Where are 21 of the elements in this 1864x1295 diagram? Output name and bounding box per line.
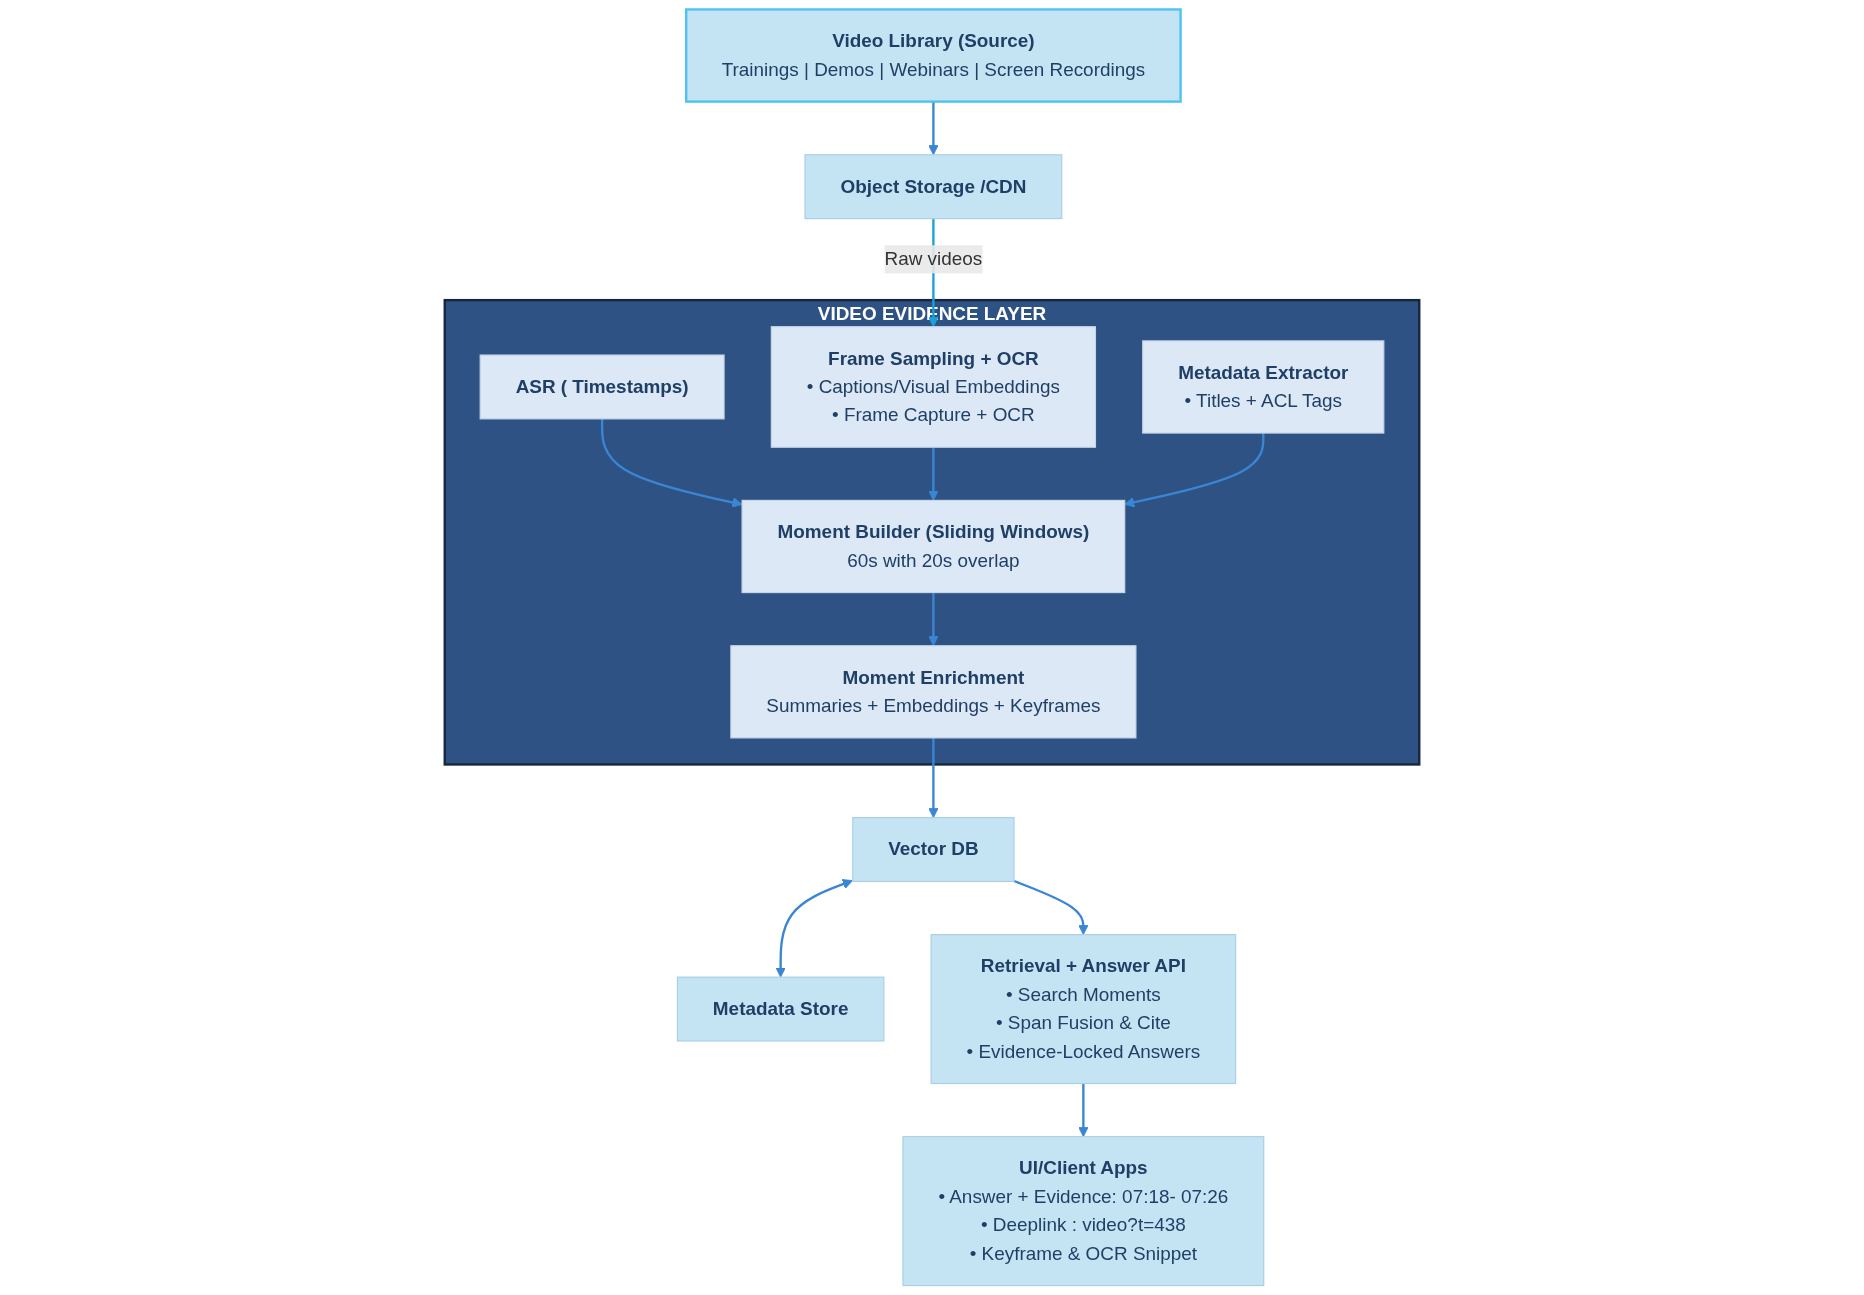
node-box: Retrieval + Answer API • Search Moments • Span Fusion & Cite • Evidence-Locked Answers — [930, 934, 1237, 1085]
node-box: Frame Sampling + OCR • Captions/Visual Embeddings • Frame Capture + OCR — [770, 326, 1097, 448]
node-box: Object Storage /CDN — [804, 154, 1063, 220]
arrow — [775, 879, 853, 978]
arrow — [600, 418, 743, 508]
arrow — [1124, 433, 1265, 508]
arrow — [928, 592, 939, 647]
node-box: Moment Enrichment Summaries + Embeddings + Keyframes — [730, 645, 1137, 739]
arrow — [928, 737, 939, 819]
arrow — [1013, 879, 1089, 936]
edge-label: Raw videos — [884, 248, 983, 269]
node-box: Metadata Store — [676, 976, 885, 1042]
node-box: ASR ( Timestamps) — [479, 354, 725, 420]
node-box: Metadata Extractor • Titles + ACL Tags — [1142, 340, 1385, 434]
node-box: UI/Client Apps • Answer + Evidence: 07:18- 07:26 • Deeplink : video?t=438 • Keyframe & OCR Snippet — [902, 1136, 1265, 1287]
node-box: Moment Builder (Sliding Windows) 60s with 20s overlap — [741, 499, 1126, 594]
arrow — [928, 447, 939, 501]
node-box: Video Library (Source) Trainings | Demos | Webinars | Screen Recordings — [685, 8, 1182, 103]
node-box: Vector DB — [852, 817, 1015, 883]
arrow — [1078, 1083, 1089, 1138]
arrow — [928, 101, 939, 156]
